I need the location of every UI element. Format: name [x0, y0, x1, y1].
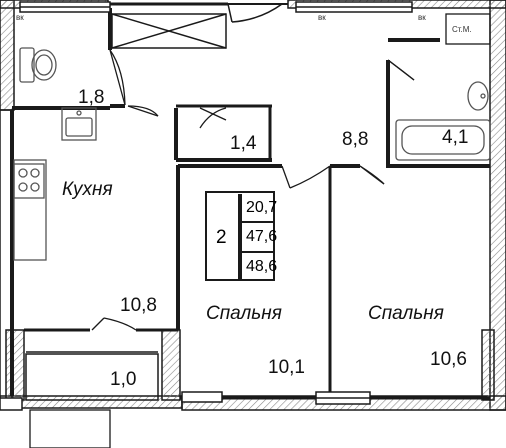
kitchen-sink [61, 107, 97, 141]
area-bedroom-2: 10,6 [430, 349, 467, 370]
summary-living-area: 20,7 [246, 199, 278, 216]
name-bedroom-2: Спальня [368, 303, 444, 324]
summary-box [205, 191, 275, 281]
entrance-shaft [111, 13, 227, 49]
marker-vk-left: вк [16, 13, 24, 22]
area-balcony: 1,0 [110, 369, 137, 390]
doors [91, 49, 415, 331]
summary-total-area: 47,6 [246, 228, 278, 245]
area-hallway: 8,8 [342, 129, 369, 150]
riser-box [445, 13, 491, 45]
wc-sink [467, 81, 489, 111]
name-bedroom-1: Спальня [206, 303, 282, 324]
summary-total-area-with-balcony: 48,6 [246, 258, 278, 275]
balcony [25, 351, 159, 401]
name-kitchen: Кухня [62, 179, 113, 200]
entrance-door [227, 3, 283, 23]
area-storage: 1,4 [230, 133, 257, 154]
marker-vk-right: вк [418, 13, 426, 22]
bathtub [395, 119, 491, 161]
marker-riser: Ст.М. [452, 25, 472, 34]
stair-outline [29, 409, 111, 448]
area-kitchen: 10,8 [120, 295, 157, 316]
area-wc: 4,1 [442, 127, 469, 148]
summary-rooms: 2 [216, 227, 227, 248]
kitchen-stove [13, 159, 47, 261]
windows [0, 1, 413, 411]
walls [10, 2, 490, 400]
marker-vk-mid: вк [318, 13, 326, 22]
area-bathroom: 1,8 [78, 87, 105, 108]
area-bedroom-1: 10,1 [268, 357, 305, 378]
toilet-bathroom [19, 47, 57, 83]
